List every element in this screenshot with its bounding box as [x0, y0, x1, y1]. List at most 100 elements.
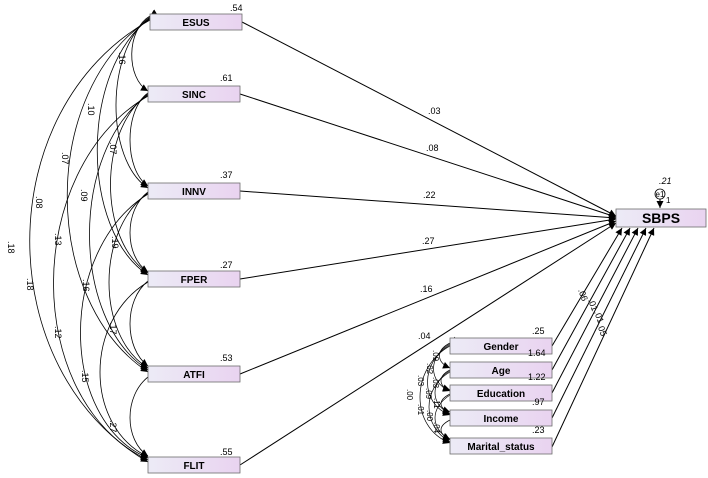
cov-innv-flit: [80, 187, 156, 459]
path-marital-sbps: [551, 227, 655, 448]
corr-sinc-fper: .09: [79, 189, 89, 202]
variable-label: INNV: [182, 187, 206, 198]
path-coef-fper: .27: [422, 236, 435, 246]
path-atfi-sbps: [239, 220, 617, 375]
variance-label: .55: [220, 447, 233, 457]
corr-fper-flit: .15: [80, 370, 90, 383]
variable-flit[interactable]: FLIT .55: [147, 447, 241, 474]
cov-innv-atfi: [108, 186, 156, 369]
variance-label: .54: [230, 3, 243, 13]
control-label: Age: [492, 366, 511, 377]
ctrl-corr-education-income: .11: [432, 398, 441, 409]
cov-sinc-fper: [110, 87, 156, 274]
corr-esus-atfi: .08: [34, 196, 44, 209]
path-education-sbps: [551, 227, 639, 394]
variance-label: .53: [220, 353, 233, 363]
control-correlation-labels: .09 .02 .03 .00 .03 .09 .11 .01 .00 .04: [405, 350, 441, 434]
cov-esus-flit: [29, 13, 158, 463]
variance-label: .61: [220, 73, 233, 83]
variable-atfi[interactable]: ATFI .53: [147, 353, 241, 383]
path-flit-sbps: [239, 222, 617, 466]
outcome-sbps[interactable]: SBPS .21: [615, 176, 707, 228]
cov-esus-sinc: [131, 9, 158, 92]
variable-sinc[interactable]: SINC .61: [147, 73, 241, 103]
path-sinc-sbps: [239, 93, 617, 219]
control-age[interactable]: Age 1.64: [449, 348, 553, 379]
control-variance: .97: [532, 397, 545, 407]
variable-label: ESUS: [182, 18, 210, 29]
control-gender[interactable]: Gender .25: [449, 326, 553, 355]
control-income[interactable]: Income .97: [449, 397, 553, 427]
variable-fper[interactable]: FPER .27: [147, 260, 241, 288]
cov-sinc-flit: [53, 89, 156, 461]
cov-esus-fper: [96, 11, 158, 276]
path-coef-income: .05: [595, 322, 609, 337]
path-coef-education: .01: [592, 309, 606, 324]
variance-label: .37: [220, 170, 233, 180]
ctrl-corr-gender-marital: .00: [405, 389, 414, 401]
exogenous-paths: [239, 21, 617, 466]
outcome-label: SBPS: [642, 210, 680, 226]
corr-innv-atfi: .16: [81, 279, 91, 292]
corr-esus-fper: .07: [60, 152, 70, 165]
error-weight: 1: [666, 196, 671, 205]
error-term-e1: e1 1: [654, 188, 671, 208]
corr-esus-flit: .18: [6, 241, 16, 254]
corr-fper-atfi: .17: [108, 322, 118, 335]
cov-income-marital: [440, 413, 458, 440]
variable-esus[interactable]: ESUS .54: [149, 3, 243, 31]
ctrl-corr-age-income: .09: [424, 388, 433, 400]
ctrl-corr-gender-age: .09: [431, 350, 440, 362]
exogenous-boxes: ESUS .54 SINC .61 INNV .37 FPER .27 ATFI…: [147, 3, 243, 474]
control-covariances: [419, 336, 458, 444]
path-age-sbps: [551, 227, 631, 371]
ctrl-corr-age-marital: .01: [416, 404, 425, 416]
cov-esus-atfi: [66, 12, 158, 373]
control-marital-status[interactable]: Marital_status .23: [449, 425, 553, 455]
path-income-sbps: [551, 227, 647, 419]
control-boxes: Gender .25 Age 1.64 Education 1.22 Incom…: [449, 326, 553, 455]
cov-esus-innv: [115, 10, 158, 189]
path-coef-age: .01: [586, 297, 600, 312]
path-coef-innv: .22: [423, 190, 436, 200]
ctrl-corr-gender-income: .03: [416, 375, 425, 387]
path-innv-sbps: [239, 190, 617, 221]
control-variance: 1.22: [528, 372, 546, 382]
cov-sinc-atfi: [89, 88, 156, 371]
variance-label: .27: [220, 260, 233, 270]
control-label: Gender: [483, 342, 518, 353]
control-variance: 1.64: [528, 348, 546, 358]
control-label: Marital_status: [467, 442, 535, 453]
path-coef-flit: .04: [418, 331, 431, 341]
path-fper-sbps: [239, 216, 617, 280]
control-education[interactable]: Education 1.22: [449, 372, 553, 402]
corr-esus-innv: .10: [86, 103, 96, 116]
corr-innv-fper: .19: [110, 236, 120, 249]
cov-fper-flit: [99, 275, 156, 458]
path-coef-esus: .03: [428, 106, 441, 116]
variable-label: FLIT: [183, 461, 204, 472]
control-variance: .23: [532, 425, 545, 435]
variable-innv[interactable]: INNV .37: [147, 170, 241, 200]
corr-atfi-flit: .27: [108, 420, 118, 433]
path-esus-sbps: [241, 21, 617, 217]
ctrl-corr-income-marital: .04: [432, 422, 441, 434]
control-label: Education: [477, 389, 525, 400]
cov-innv-fper: [129, 184, 156, 273]
corr-sinc-innv: .07: [108, 142, 118, 155]
path-coef-atfi: .16: [420, 284, 433, 294]
path-coef-gender: .06: [576, 287, 590, 302]
variable-label: SINC: [182, 90, 206, 101]
r-squared-label: .21: [659, 176, 672, 186]
control-variance: .25: [532, 326, 545, 336]
control-path-coefficients: .06 .01 .01 .05: [576, 287, 609, 337]
corr-esus-sinc: .16: [117, 52, 127, 65]
exogenous-correlation-labels: .16 .10 .07 .07 .08 .09 .13 .19 .18 .18 …: [6, 52, 127, 433]
cov-age-marital: [428, 365, 458, 443]
corr-innv-flit: .12: [53, 326, 63, 339]
cov-gender-marital: [419, 339, 458, 444]
ctrl-corr-education-marital: .00: [425, 410, 434, 422]
cov-atfi-flit: [129, 369, 156, 457]
path-gender-sbps: [551, 227, 623, 347]
